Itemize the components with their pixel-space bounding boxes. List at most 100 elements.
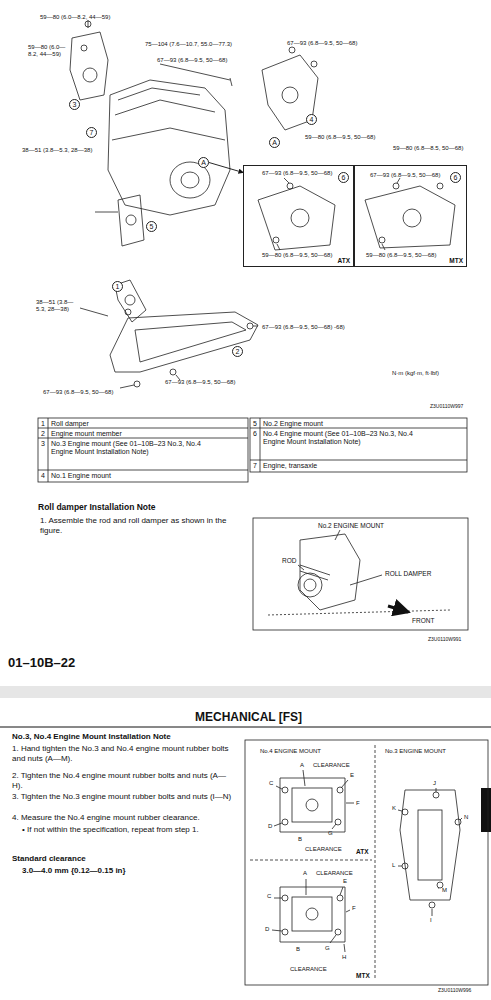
callout-circle: A xyxy=(269,137,280,148)
callout-circle: 7 xyxy=(86,127,97,138)
label-text: 59—80 (6.0—8.2, 44—59) xyxy=(28,44,68,58)
label-text: Engine mount member xyxy=(51,430,122,438)
label-text: 6 xyxy=(253,430,257,438)
label-text: CLEARANCE xyxy=(290,966,327,973)
pointer-arrow xyxy=(209,163,243,173)
label-text: CLEARANCE xyxy=(316,870,353,877)
label-text: 67—93 (6.8—9.5, 50—68) -68) xyxy=(262,324,345,331)
callout-number: A xyxy=(201,159,206,166)
label-text: Standard clearance xyxy=(12,854,86,864)
label-text: D xyxy=(268,823,272,830)
label-text: M xyxy=(442,887,447,894)
label-text: CLEARANCE xyxy=(305,846,342,853)
callout-circle: 3 xyxy=(69,99,80,110)
label-text: 67—93 (6.8—9.5, 50—68) xyxy=(287,40,357,47)
label-text: A xyxy=(303,870,307,877)
label-text: L xyxy=(392,862,395,869)
label-text: E xyxy=(350,772,354,779)
label-text: No.4 Engine mount (See 01–10B–23 No.3, N… xyxy=(263,430,433,447)
callout-number: 1 xyxy=(116,283,120,290)
label-text: 59—80 (6.8—9.5, 50—68) xyxy=(262,252,332,259)
label-text: No.3, No.4 Engine Mount Installation Not… xyxy=(12,732,171,742)
callout-number: 4 xyxy=(310,116,314,123)
label-text: 5 xyxy=(253,420,257,428)
label-text: 59—80 (6.8—9.5, 50—68) xyxy=(366,252,436,259)
callout-number: 2 xyxy=(236,348,240,355)
label-text: ROLL DAMPER xyxy=(385,570,431,578)
label-text: Z3U0110W991 xyxy=(428,636,461,642)
panel-title: MTX xyxy=(449,257,463,264)
label-text: No.1 Engine mount xyxy=(51,472,111,480)
label-text: Z3U0110W997 xyxy=(430,403,463,409)
label-text: ROD xyxy=(282,557,296,565)
callout-circle: 6 xyxy=(450,172,461,183)
callout-circle: 2 xyxy=(232,346,243,357)
label-text: 59—80 (6.0—8.2, 44—59) xyxy=(40,14,110,21)
label-text: 67—93 (6.8—9.5, 50—68) xyxy=(262,170,332,177)
label-text: MECHANICAL [FS] xyxy=(195,710,302,724)
label-text: 2 xyxy=(41,430,45,438)
label-text: No.3 Engine mount (See 01–10B–23 No.3, N… xyxy=(51,440,221,457)
label-text: 4. Measure the No.4 engine mount rubber … xyxy=(12,813,234,823)
label-text: No.2 Engine mount xyxy=(263,420,323,428)
label-text: 1 xyxy=(41,420,45,428)
label-text: 38—51 (3.8—5.3, 28—38) xyxy=(36,299,82,313)
label-text: Z3U0110W996 xyxy=(438,987,471,993)
label-text: No.4 ENGINE MOUNT xyxy=(260,748,321,755)
label-text: F xyxy=(356,800,360,807)
label-text: B xyxy=(296,946,300,953)
label-text: N xyxy=(464,814,468,821)
label-text: N·m (kgf·m, ft·lbf) xyxy=(392,370,439,377)
label-text: K xyxy=(392,805,396,812)
label-text: 1. Hand tighten the No.3 and No.4 engine… xyxy=(12,744,234,763)
label-text: J xyxy=(433,780,436,787)
label-text: 67—93 (6.8—9.5, 50—68) xyxy=(370,172,440,179)
callout-circle: 6 xyxy=(338,172,349,183)
label-text: 59—80 (6.8—9.5, 50—68) xyxy=(305,134,375,141)
label-text: 01–10B–22 xyxy=(8,655,75,671)
label-text: 38—51 (3.8—5.3, 28—38) xyxy=(22,147,92,154)
label-text: 3.0—4.0 mm {0.12—0.15 in} xyxy=(22,866,126,876)
label-text: 59—80 (6.8—8.5, 50—68) xyxy=(393,145,463,152)
label-text: No.3 ENGINE MOUNT xyxy=(385,748,446,755)
callout-number: 3 xyxy=(73,101,77,108)
label-text: MTX xyxy=(356,972,370,980)
label-text: D xyxy=(265,926,269,933)
label-text: G xyxy=(325,945,330,952)
label-text: • If not within the specification, repea… xyxy=(22,825,222,835)
label-text: CLEARANCE xyxy=(313,762,350,769)
label-text: 4 xyxy=(41,472,45,480)
label-text: 75—104 (7.6—10.7, 55.0—77.3) xyxy=(145,41,232,48)
label-text: Roll damper xyxy=(51,420,89,428)
callout-circle: A xyxy=(198,157,209,168)
callout-number: 6 xyxy=(342,174,346,181)
label-text: G xyxy=(328,830,333,837)
label-text: C xyxy=(267,893,271,900)
label-text: E xyxy=(343,878,347,885)
label-text: 3. Tighten the No.3 engine mount rubber … xyxy=(12,792,234,802)
label-text: H xyxy=(342,954,346,961)
label-text: A xyxy=(300,762,304,769)
label-text: FRONT xyxy=(412,617,434,625)
inset-panel: ATX6 xyxy=(243,165,354,267)
label-text: 2. Tighten the No.4 engine mount rubber … xyxy=(12,771,234,790)
label-text: 3 xyxy=(41,440,45,448)
label-text: 67—93 (6.8—9.5, 50—68) xyxy=(157,57,227,64)
callout-number: 7 xyxy=(90,129,94,136)
label-text: ATX xyxy=(356,848,369,856)
label-text: C xyxy=(269,780,273,787)
label-text: No.2 ENGINE MOUNT xyxy=(318,522,384,530)
label-text: Roll damper Installation Note xyxy=(38,502,156,512)
callout-number: 5 xyxy=(150,223,154,230)
callout-circle: 4 xyxy=(306,114,317,125)
label-text: 67—93 (6.8—9.5, 50—68) xyxy=(165,379,235,386)
callout-circle: 5 xyxy=(146,221,157,232)
label-text: F xyxy=(352,905,356,912)
callout-circle: 1 xyxy=(112,281,123,292)
label-text: 7 xyxy=(253,462,257,470)
label-text: 1. Assemble the rod and roll damper as s… xyxy=(40,516,240,535)
callout-number: A xyxy=(272,139,277,146)
inset-panel: MTX 6 xyxy=(354,165,467,267)
label-text: B xyxy=(298,836,302,843)
